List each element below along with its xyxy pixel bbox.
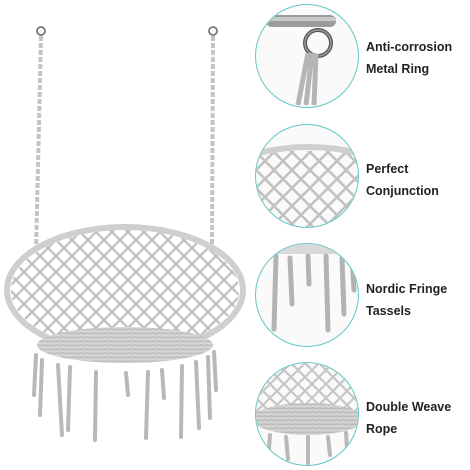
back-net — [11, 230, 239, 350]
metal-ring-icon — [266, 15, 336, 106]
tassels-icon — [256, 244, 358, 333]
hanging-chair-illustration — [4, 26, 246, 442]
feature-line2: Tassels — [366, 304, 411, 318]
feature-label-tassels: Nordic Fringe Tassels — [366, 280, 470, 320]
hanging-loop-left-icon — [36, 26, 46, 36]
woven-seat-icon — [256, 363, 358, 465]
detail-woven-seat — [255, 362, 359, 466]
feature-line2: Metal Ring — [366, 62, 430, 76]
hanging-loop-right-icon — [208, 26, 218, 36]
detail-tassels — [255, 243, 359, 347]
feature-line1: Double Weave — [366, 400, 452, 414]
feature-label-conjunction: Perfect Conjunction — [366, 160, 470, 200]
feature-line1: Perfect — [366, 162, 409, 176]
feature-label-woven-seat: Double Weave Rope — [366, 398, 470, 438]
feature-line2: Conjunction — [366, 184, 439, 198]
feature-line1: Nordic Fringe — [366, 282, 448, 296]
detail-metal-ring — [255, 4, 359, 108]
feature-line2: Rope — [366, 422, 398, 436]
detail-conjunction — [255, 124, 359, 228]
suspension-ropes — [34, 35, 215, 253]
feature-line1: Anti-corrosion — [366, 40, 453, 54]
feature-label-metal-ring: Anti-corrosion Metal Ring — [366, 38, 470, 78]
fringe-tassels — [32, 350, 218, 442]
net-weave-icon — [256, 144, 358, 227]
